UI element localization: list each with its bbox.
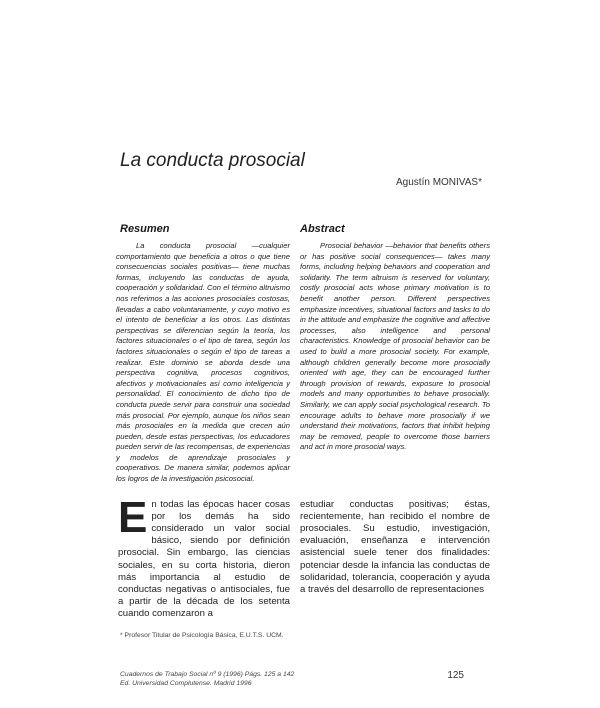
abstract-heading: Abstract (300, 223, 345, 235)
body-text-left: n todas las épocas hacer cosas por los d… (118, 498, 290, 620)
abstract-column: Abstract Prosocial behavior —behavior th… (300, 222, 490, 485)
resumen-heading: Resumen (120, 223, 170, 235)
resumen-text: La conducta prosocial —cualquier comport… (116, 241, 290, 484)
abstracts-section: Resumen La conducta prosocial —cualquier… (116, 222, 490, 485)
footnote: * Profesor Titular de Psicología Básica,… (120, 631, 284, 639)
journal-citation: Cuadernos de Trabajo Social nº 9 (1996) … (120, 670, 295, 678)
article-title: La conducta prosocial (120, 150, 305, 171)
publisher-line: Ed. Universidad Complutense. Madrid 1996 (120, 679, 252, 687)
abstract-text: Prosocial behavior —behavior that benefi… (300, 241, 490, 452)
author-name: Agustín MONIVAS* (396, 177, 482, 188)
journal-footer: Cuadernos de Trabajo Social nº 9 (1996) … (120, 670, 294, 688)
page-footer: Cuadernos de Trabajo Social nº 9 (1996) … (120, 670, 464, 688)
drop-cap: E (118, 492, 148, 542)
page-number: 125 (447, 669, 464, 681)
resumen-column: Resumen La conducta prosocial —cualquier… (116, 222, 290, 485)
body-text-right: estudiar conductas positivas; éstas, rec… (300, 498, 490, 596)
